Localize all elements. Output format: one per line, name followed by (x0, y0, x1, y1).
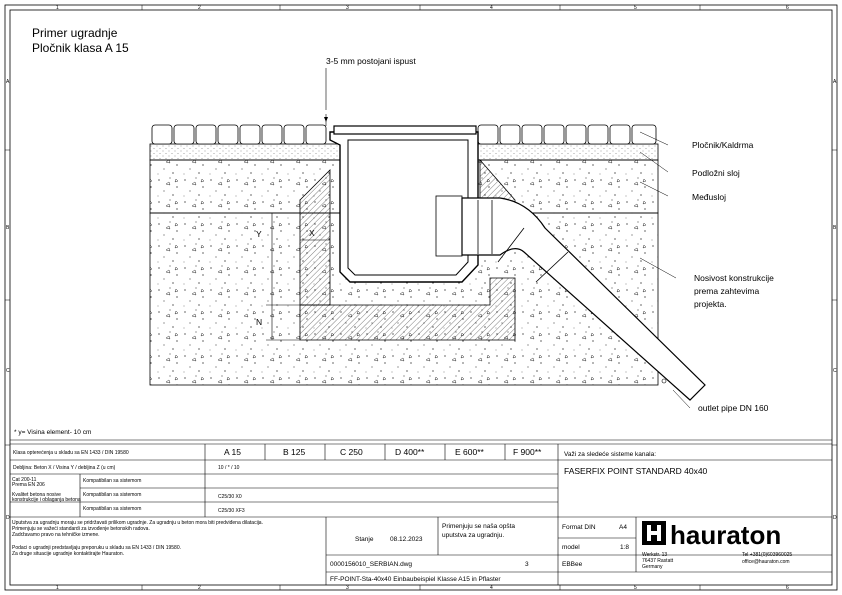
label-intermediate: Međusloj (692, 192, 726, 202)
label-bearing-1: Nosivost konstrukcije (694, 273, 774, 283)
table-row3-value: C25/30 X0 (218, 494, 242, 500)
dim-x-label: X (309, 228, 315, 238)
grid-row-b-right: B (833, 225, 837, 231)
table-row4-sub: Kompatibilan sa sistemom (83, 506, 141, 512)
contact-email: office@hauraton.com (742, 559, 790, 565)
brand-name: hauraton (670, 520, 781, 550)
class-c250: C 250 (340, 447, 363, 457)
grid-col-4: 4 (490, 5, 493, 11)
table-row3-label-b: Prema EN 206 (12, 482, 45, 488)
address-line1: Werkstr. 13 (642, 552, 667, 558)
inner-frame (9, 9, 833, 586)
channel-grate (333, 125, 477, 135)
stanje-date: 08.12.2023 (390, 536, 423, 543)
dimension-lines (266, 68, 330, 341)
note-3: Zadržavamo pravo na tehničke izmene. (12, 532, 100, 538)
label-bearing-3: projekta. (694, 299, 727, 309)
grid-col-5-bottom: 5 (634, 585, 637, 591)
model-value: 1:8 (620, 544, 629, 551)
label-bearing-2: prema zahtevima (694, 286, 759, 296)
contact-phone: Tel +381(0)603960025 (742, 552, 792, 558)
hauraton-logo-icon (642, 521, 666, 545)
grid-row-c-right: C (833, 368, 837, 374)
applicability-line1: Primenjuju se naša opšta (442, 523, 515, 530)
table-row2-value: 10 / * / 10 (218, 465, 240, 471)
outer-frame (4, 4, 838, 591)
class-b125: B 125 (283, 447, 305, 457)
grid-row-a-right: A (833, 79, 837, 85)
format-label: Format DIN (562, 524, 596, 531)
note-2: Primenjuju se važeći standardi za izvođe… (12, 526, 150, 532)
paving-stones (151, 124, 657, 145)
channel-inner (347, 139, 469, 276)
class-f900: F 900** (513, 447, 542, 457)
class-d400: D 400** (395, 447, 425, 457)
table-row2-label: Debljina: Beton X / Visina Y / debljina … (13, 465, 116, 471)
spec-table-grid (10, 439, 832, 585)
grid-markers: 1 2 3 4 5 6 1 2 3 4 5 6 A B C D A B C D (5, 5, 837, 591)
system-value: FASERFIX POINT STANDARD 40x40 (564, 466, 708, 476)
grid-col-4-bottom: 4 (490, 585, 493, 591)
grid-col-2-bottom: 2 (198, 585, 201, 591)
revision: 3 (525, 561, 529, 568)
label-bedding: Podložni sloj (692, 168, 740, 178)
grid-col-3-bottom: 3 (346, 585, 349, 591)
bottom-title: FF-POINT-Sta-40x40 Einbaubeispiel Klasse… (330, 576, 501, 583)
note-1: Uputstva za ugradnju moraju se pridržava… (12, 520, 263, 526)
table-row3-label-a: Cat 200-11 (12, 477, 37, 483)
table-row3-sub1: Kompatibilan sa sistemom (83, 478, 141, 484)
model-label: model (562, 544, 580, 551)
grid-col-1-bottom: 1 (56, 585, 59, 591)
outlet-pipe (461, 197, 706, 401)
grid-row-c: C (6, 368, 10, 374)
grid-col-1: 1 (56, 5, 59, 11)
address-line3: Germany (642, 564, 663, 570)
note-5: Za druge situacije ugradnje kontaktirajt… (12, 551, 124, 557)
grid-row-b: B (6, 225, 10, 231)
table-row4-value: C25/30 XF3 (218, 508, 245, 514)
stanje-label: Stanje (355, 536, 374, 543)
label-paving: Pločnik/Kaldrma (692, 140, 754, 150)
address-line2: 76437 Rastatt (642, 558, 674, 564)
footnote: * y= Visina element- 10 cm (14, 429, 91, 436)
grid-col-2: 2 (198, 5, 201, 11)
format-value: A4 (619, 524, 627, 531)
grid-row-a: A (6, 79, 10, 85)
grid-col-6: 6 (786, 5, 789, 11)
system-label: Važi za sledeće sisteme kanala: (564, 451, 656, 458)
file-name: 0000156010_SERBIAN.dwg (330, 561, 412, 568)
dim-n-label: N (256, 317, 262, 327)
grid-col-3: 3 (346, 5, 349, 11)
applicability-line2: uputstva za ugradnju. (442, 532, 504, 539)
leader-lines (639, 131, 691, 409)
annotation-top: 3-5 mm postojani ispust (326, 56, 416, 66)
outlet-spigot (435, 195, 463, 257)
grid-row-d-right: D (833, 515, 837, 521)
drawing-title-line1: Primer ugradnje (32, 26, 118, 40)
cross-section: Y X N (149, 68, 706, 409)
grid-col-6-bottom: 6 (786, 585, 789, 591)
class-a15: A 15 (224, 447, 241, 457)
table-row1-label: Klasa opterećenja u skladu sa EN 1433 / … (13, 450, 129, 456)
grid-col-5: 5 (634, 5, 637, 11)
grid-row-d: D (6, 515, 10, 521)
label-outlet: outlet pipe DN 160 (698, 403, 769, 413)
drawn-by: EBBee (562, 561, 583, 568)
dim-y-label: Y (256, 229, 262, 239)
note-4: Podaci o ugradnji predstavljaju preporuk… (12, 545, 181, 551)
table-row3-left-b: konstrukcije i oblaganja betona (12, 497, 81, 503)
table-row3-sub2: Kompatibilan sa sistemom (83, 492, 141, 498)
drawing-title-line2: Pločnik klasa A 15 (32, 41, 129, 55)
class-e600: E 600** (455, 447, 485, 457)
table-row3-left-a: Kvalitet betona nosive (12, 492, 61, 498)
